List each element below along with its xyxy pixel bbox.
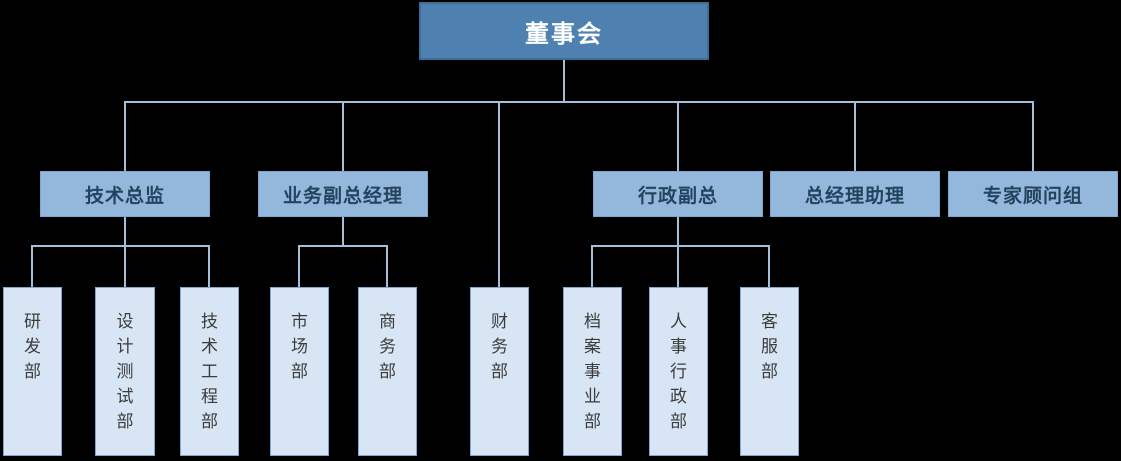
org-node-design-testing-dept: 设计测试部 — [95, 287, 155, 456]
org-node-label: 业务副总经理 — [282, 184, 403, 207]
org-node-label: 财务部 — [491, 312, 508, 382]
org-node-tech-engineering-dept: 技术工程部 — [180, 287, 239, 456]
org-node-finance-dept: 财务部 — [470, 287, 529, 456]
org-node-label: 总经理助理 — [804, 184, 905, 207]
org-node-label: 董事会 — [525, 19, 603, 48]
org-node-label: 客服部 — [761, 312, 778, 382]
org-node-customer-service-dept: 客服部 — [740, 287, 799, 456]
org-node-label: 人事行政部 — [670, 312, 687, 432]
org-node-label: 行政副总 — [637, 184, 718, 207]
org-node-hr-admin-dept: 人事行政部 — [649, 287, 708, 456]
org-node-marketing-dept: 市场部 — [270, 287, 329, 456]
org-node-label: 商务部 — [379, 312, 396, 382]
org-node-business-deputy-gm: 业务副总经理 — [258, 171, 428, 217]
org-node-label: 设计测试部 — [116, 312, 134, 432]
org-node-label: 专家顾问组 — [982, 184, 1083, 207]
org-node-archives-dept: 档案事业部 — [563, 287, 622, 456]
org-node-label: 市场部 — [291, 312, 308, 382]
org-node-board: 董事会 — [419, 2, 709, 60]
org-node-admin-deputy: 行政副总 — [593, 171, 763, 217]
org-node-gm-assistant: 总经理助理 — [770, 171, 940, 217]
org-node-label: 档案事业部 — [584, 312, 601, 432]
org-node-commerce-dept: 商务部 — [358, 287, 417, 456]
org-node-rd-dept: 研发部 — [3, 287, 62, 456]
org-node-expert-advisors: 专家顾问组 — [948, 171, 1118, 217]
org-node-label: 技术总监 — [84, 184, 165, 207]
org-node-label: 技术工程部 — [201, 312, 218, 432]
org-node-tech-director: 技术总监 — [40, 171, 210, 217]
org-node-label: 研发部 — [24, 312, 41, 382]
